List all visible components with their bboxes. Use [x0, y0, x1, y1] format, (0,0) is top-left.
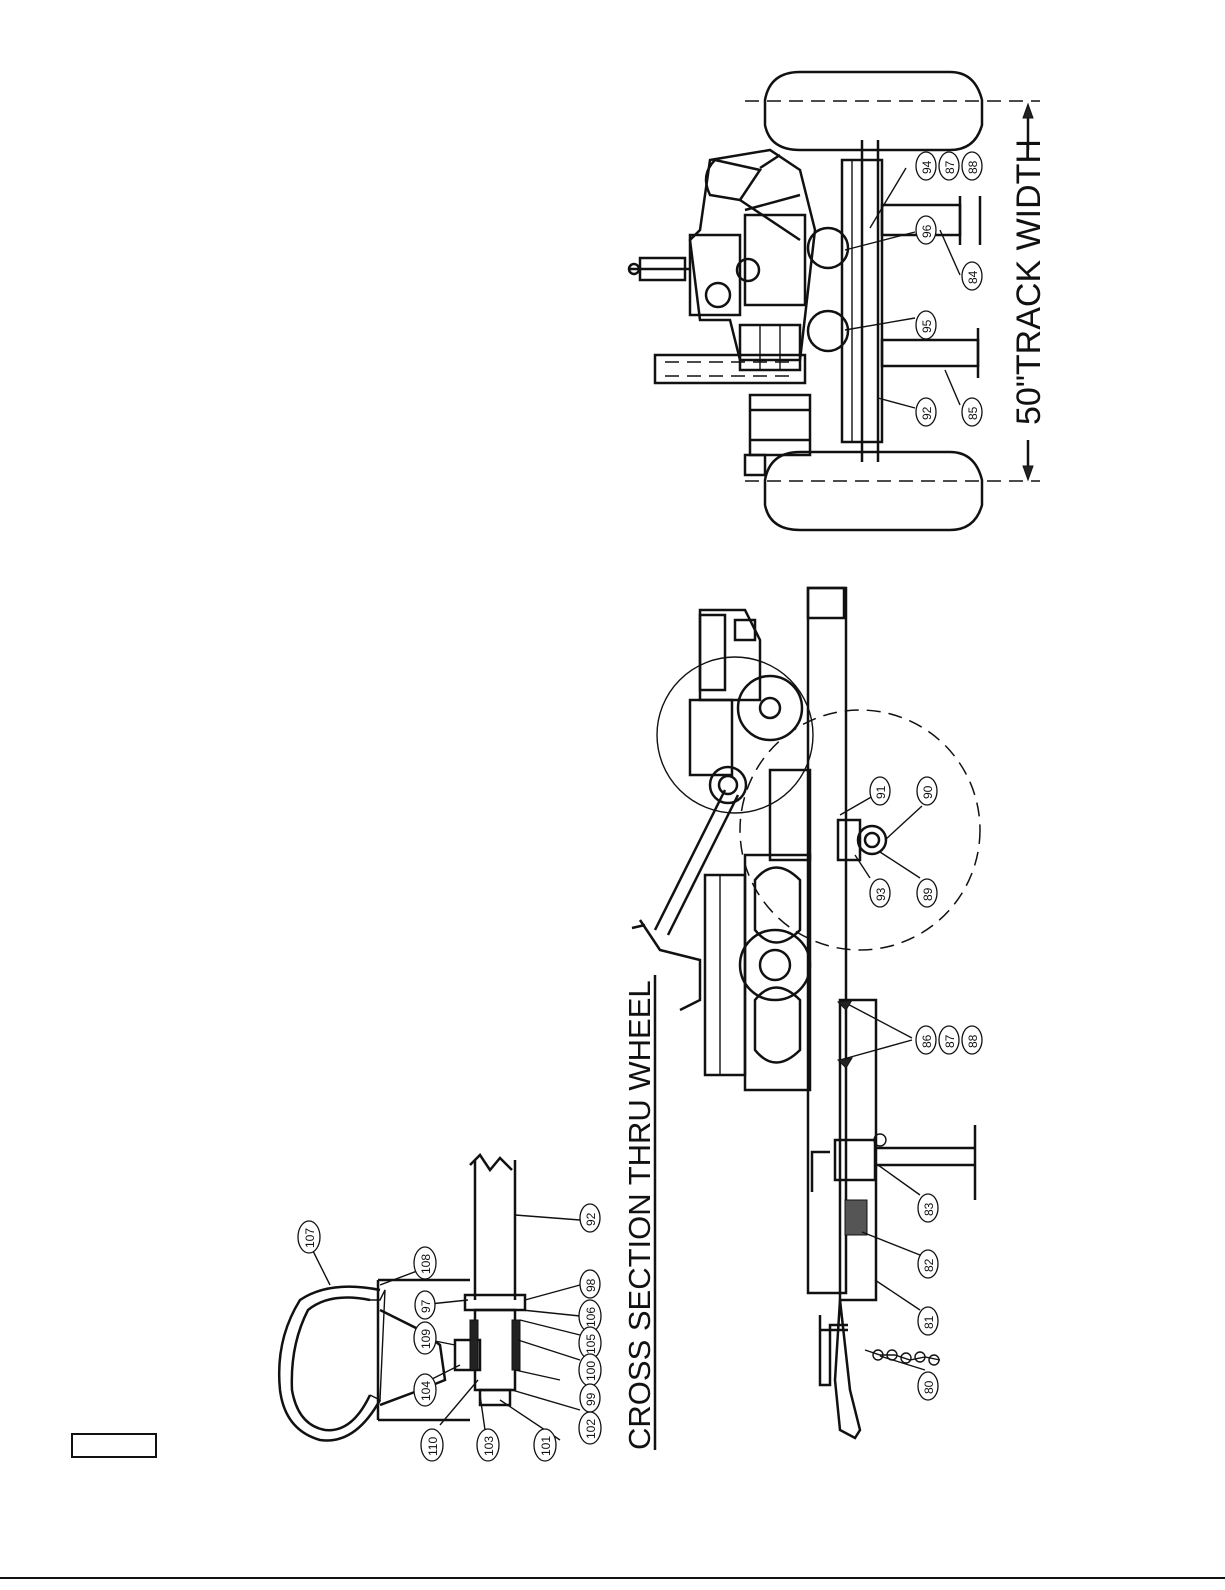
tongue-jack	[812, 1125, 975, 1200]
callout-109: 109	[414, 1322, 436, 1354]
callout-83: 83	[918, 1194, 938, 1222]
svg-text:94: 94	[920, 160, 934, 174]
svg-text:89: 89	[921, 887, 935, 901]
bottom-rule	[0, 1577, 1225, 1579]
callout-90: 90	[917, 777, 937, 805]
svg-text:96: 96	[920, 224, 934, 238]
svg-text:104: 104	[419, 1381, 433, 1401]
side-view-assembly: 91 90 93 89 86 87 88 83 82 81 80	[632, 588, 982, 1438]
front-view-wheel-top	[745, 72, 1040, 150]
callout-92-front: 92	[916, 398, 936, 426]
wheel-cross-section: 107 108 92 97 98 109 106 105 104 100 99 …	[279, 1155, 601, 1461]
callout-84: 84	[962, 262, 982, 290]
svg-text:102: 102	[584, 1419, 598, 1439]
callout-94: 94	[916, 152, 936, 180]
svg-text:82: 82	[922, 1258, 936, 1272]
svg-text:107: 107	[303, 1228, 317, 1248]
front-view-assembly: 50"TRACK WIDTH 94 87 88 96 84 95 92 85	[629, 72, 1048, 530]
callout-88: 88	[962, 152, 982, 180]
track-width-label: 50"TRACK WIDTH	[1010, 139, 1048, 425]
svg-text:92: 92	[584, 1212, 598, 1226]
svg-text:108: 108	[419, 1254, 433, 1274]
tire-section	[279, 1287, 380, 1441]
pump-housing	[705, 855, 810, 1090]
front-view-coupling	[745, 395, 810, 475]
svg-text:88: 88	[966, 1034, 980, 1048]
callout-101: 101	[534, 1429, 556, 1461]
svg-text:87: 87	[943, 1034, 957, 1048]
svg-text:93: 93	[874, 887, 888, 901]
svg-text:85: 85	[966, 406, 980, 420]
section-title: CROSS SECTION THRU WHEEL	[622, 980, 657, 1450]
callout-85: 85	[962, 398, 982, 426]
callout-103: 103	[477, 1429, 499, 1461]
callout-89: 89	[917, 879, 937, 907]
svg-text:100: 100	[584, 1361, 598, 1381]
callout-97: 97	[415, 1291, 435, 1319]
callout-100: 100	[579, 1354, 601, 1386]
front-view-engine	[629, 150, 815, 370]
axle-tube	[470, 1155, 515, 1300]
callout-91: 91	[870, 777, 890, 805]
reflector	[845, 1200, 867, 1235]
hub-assembly	[455, 1295, 525, 1405]
callout-102: 102	[579, 1412, 601, 1444]
side-view-engine	[657, 610, 813, 860]
callout-110: 110	[421, 1429, 443, 1461]
svg-text:87: 87	[943, 160, 957, 174]
callout-87: 87	[939, 152, 959, 180]
callout-108: 108	[414, 1247, 436, 1279]
callout-88-side: 88	[962, 1026, 982, 1054]
svg-text:90: 90	[921, 785, 935, 799]
handle-arm	[632, 767, 746, 1010]
svg-text:91: 91	[874, 785, 888, 799]
svg-text:97: 97	[419, 1299, 433, 1313]
callout-81: 81	[918, 1307, 938, 1335]
svg-text:110: 110	[426, 1437, 440, 1456]
svg-text:86: 86	[920, 1034, 934, 1048]
callout-82: 82	[918, 1250, 938, 1278]
callout-95: 95	[916, 311, 936, 339]
svg-text:105: 105	[584, 1334, 598, 1354]
svg-text:109: 109	[419, 1329, 433, 1349]
callout-99: 99	[580, 1384, 600, 1412]
svg-text:83: 83	[922, 1202, 936, 1216]
callout-98: 98	[580, 1270, 600, 1298]
callout-87-side: 87	[939, 1026, 959, 1054]
callout-96: 96	[916, 216, 936, 244]
callout-92-section: 92	[580, 1204, 600, 1232]
callout-80: 80	[918, 1372, 938, 1400]
svg-text:101: 101	[539, 1436, 553, 1456]
callout-86: 86	[916, 1026, 936, 1054]
svg-text:99: 99	[584, 1392, 598, 1406]
svg-text:106: 106	[584, 1307, 598, 1327]
callout-107: 107	[298, 1221, 320, 1253]
svg-text:81: 81	[922, 1315, 936, 1329]
page-number-box	[71, 1433, 157, 1458]
svg-text:103: 103	[482, 1436, 496, 1456]
track-width-dimension: 50"TRACK WIDTH	[1010, 104, 1048, 480]
svg-text:92: 92	[920, 406, 934, 420]
callout-93: 93	[870, 879, 890, 907]
svg-text:95: 95	[920, 319, 934, 333]
callout-104: 104	[414, 1374, 436, 1406]
svg-text:88: 88	[966, 160, 980, 174]
svg-text:98: 98	[584, 1278, 598, 1292]
svg-text:80: 80	[922, 1380, 936, 1394]
front-view-wheel-bottom	[745, 452, 1040, 530]
svg-text:84: 84	[966, 270, 980, 284]
